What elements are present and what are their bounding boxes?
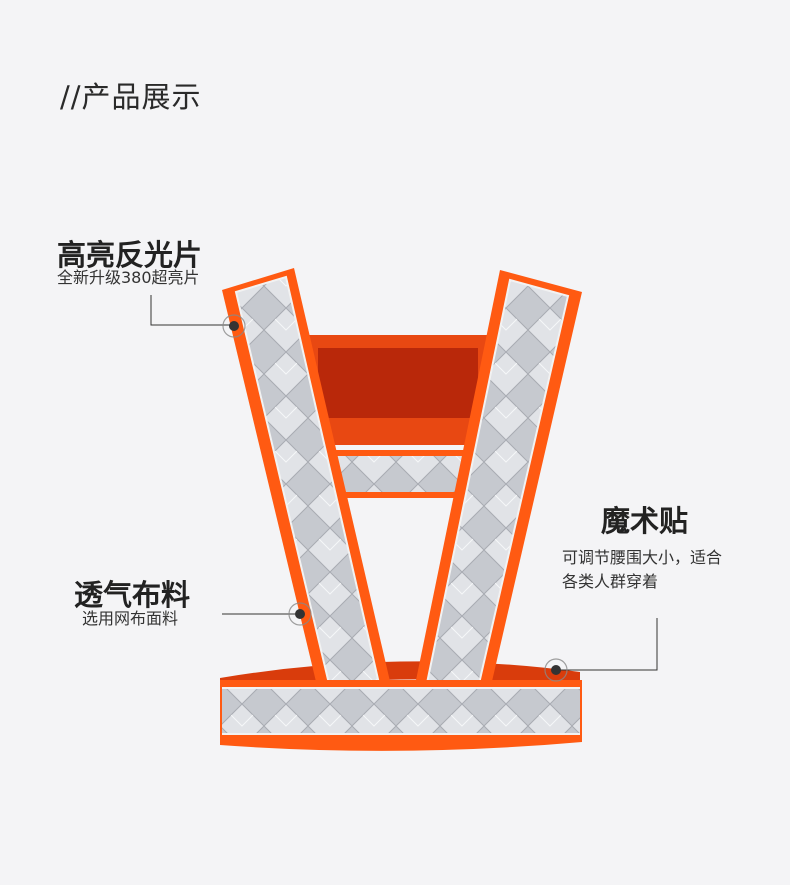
fabric-callout-subtitle: 选用网布面料 <box>82 609 179 628</box>
vest-back-panel <box>306 335 488 498</box>
reflective-callout-title: 高亮反光片 <box>57 238 203 272</box>
leader-lines <box>150 295 658 671</box>
waist-belt-front <box>220 680 582 751</box>
velcro-callout-subtitle-line1: 可调节腰围大小，适合 <box>562 548 723 567</box>
reflective-callout-subtitle: 全新升级380超亮片 <box>57 268 200 287</box>
velcro-callout-subtitle-line2: 各类人群穿着 <box>562 572 659 591</box>
target-dot-icon <box>544 658 568 682</box>
target-dot-icon <box>222 314 246 338</box>
velcro-callout-title: 魔术贴 <box>601 504 689 538</box>
page-title: //产品展示 <box>60 80 202 114</box>
target-dot-icon <box>288 602 312 626</box>
fabric-callout-title: 透气布料 <box>74 578 191 612</box>
